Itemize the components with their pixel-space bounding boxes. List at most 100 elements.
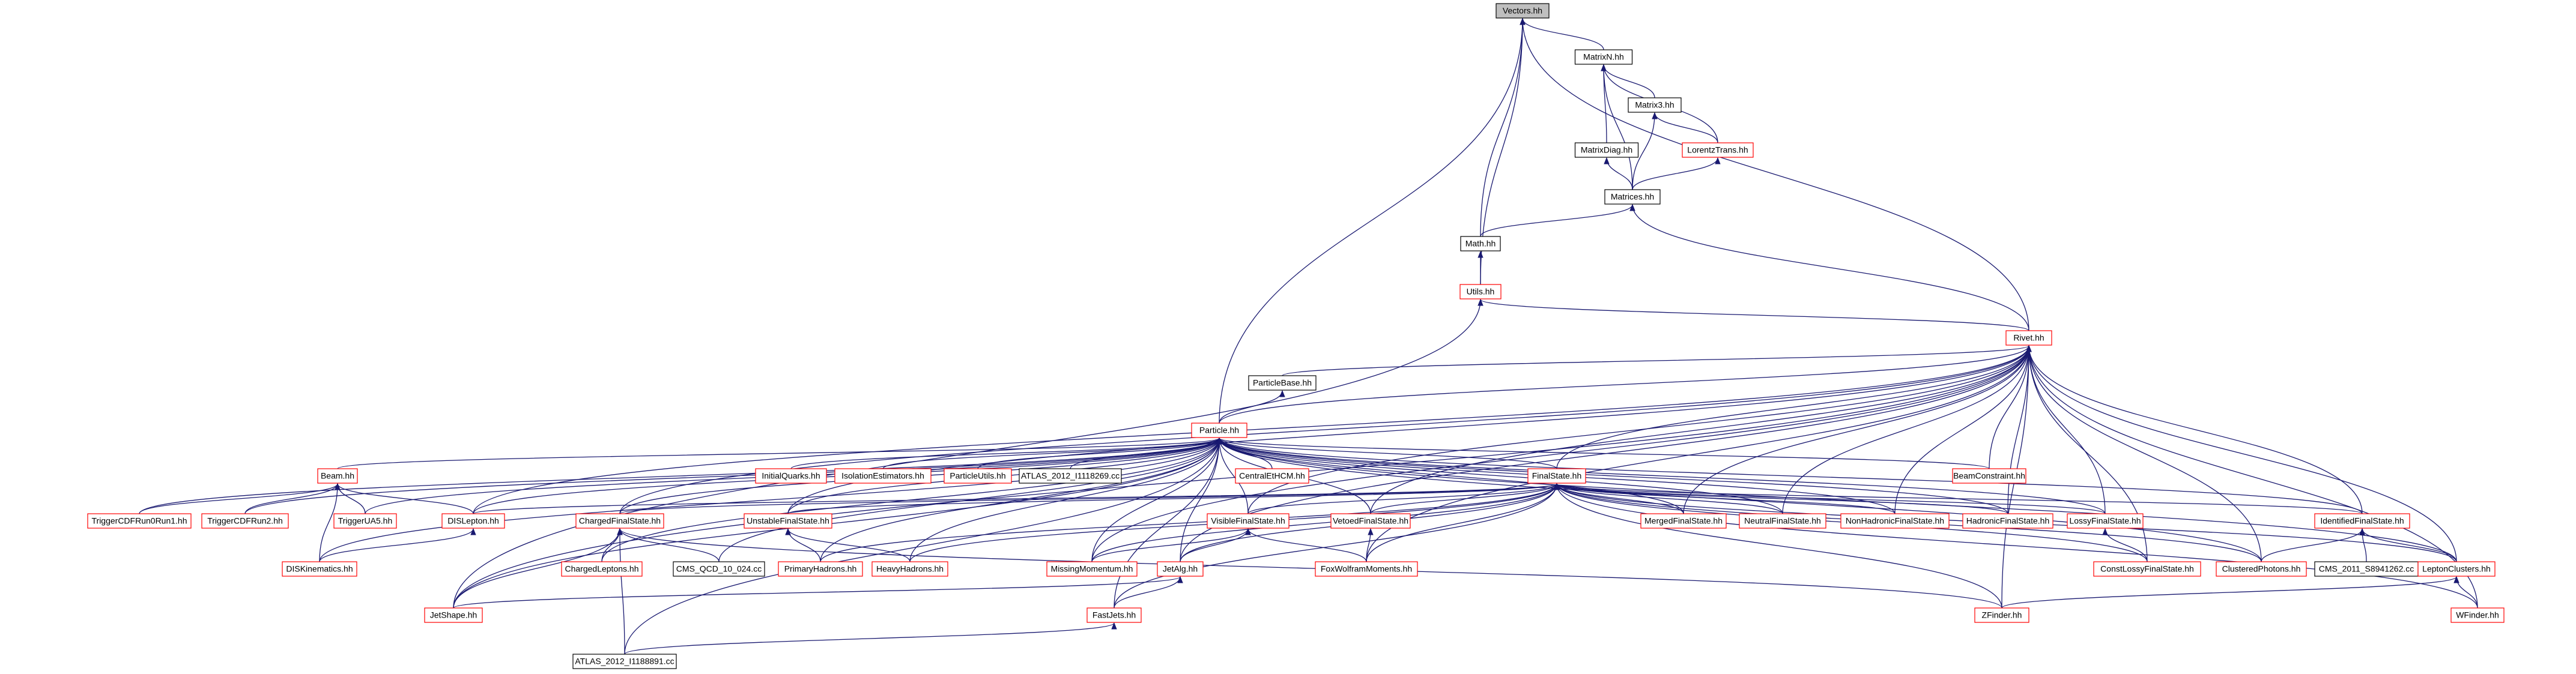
node-box-triggercdf1[interactable] xyxy=(87,513,192,529)
node-missingmomentum[interactable]: MissingMomentum.hh xyxy=(1046,561,1138,577)
node-beam[interactable]: Beam.hh xyxy=(317,468,358,484)
node-unstablefinalstate[interactable]: UnstableFinalState.hh xyxy=(744,513,832,529)
node-utils[interactable]: Utils.hh xyxy=(1459,284,1502,299)
node-lossyfinalstate[interactable]: LossyFinalState.hh xyxy=(2067,513,2144,529)
node-box-triggerua5[interactable] xyxy=(333,513,397,529)
node-visiblefinalstate[interactable]: VisibleFinalState.hh xyxy=(1207,513,1290,529)
node-box-hadronicfinalstate[interactable] xyxy=(1962,513,2053,529)
node-box-finalstate[interactable] xyxy=(1527,468,1586,484)
node-box-neutralfinalstate[interactable] xyxy=(1739,513,1826,529)
node-vectors[interactable]: Vectors.hh xyxy=(1496,3,1550,19)
node-box-particle[interactable] xyxy=(1191,423,1247,438)
node-box-heavyhadrons[interactable] xyxy=(871,561,948,577)
node-neutralfinalstate[interactable]: NeutralFinalState.hh xyxy=(1739,513,1826,529)
node-box-constlossy[interactable] xyxy=(2093,561,2201,577)
node-chargedleptons[interactable]: ChargedLeptons.hh xyxy=(561,561,643,577)
node-box-beamconstraint[interactable] xyxy=(1952,468,2026,484)
node-box-matrixdiag[interactable] xyxy=(1574,142,1639,158)
node-atlas2012_1118269[interactable]: ATLAS_2012_I1118269.cc xyxy=(1019,468,1122,484)
node-box-cmsqcd[interactable] xyxy=(673,561,765,577)
node-box-chargedleptons[interactable] xyxy=(561,561,643,577)
node-box-chargedfinalstate[interactable] xyxy=(575,513,664,529)
node-particle[interactable]: Particle.hh xyxy=(1191,423,1247,438)
node-box-lossyfinalstate[interactable] xyxy=(2067,513,2144,529)
node-box-unstablefinalstate[interactable] xyxy=(744,513,832,529)
node-box-atlas2012_1188891[interactable] xyxy=(572,654,677,669)
node-matrix3[interactable]: Matrix3.hh xyxy=(1628,97,1682,113)
node-finalstate[interactable]: FinalState.hh xyxy=(1527,468,1586,484)
node-mergedfinalstate[interactable]: MergedFinalState.hh xyxy=(1640,513,1727,529)
node-atlas2012_1188891[interactable]: ATLAS_2012_I1188891.cc xyxy=(572,654,677,669)
node-box-nonhadronicfinalstate[interactable] xyxy=(1840,513,1950,529)
node-triggerua5[interactable]: TriggerUA5.hh xyxy=(333,513,397,529)
node-primaryhadrons[interactable]: PrimaryHadrons.hh xyxy=(778,561,863,577)
node-box-jetalg[interactable] xyxy=(1157,561,1204,577)
node-identifiedfinalstate[interactable]: IdentifiedFinalState.hh xyxy=(2314,513,2410,529)
node-lorentztrans[interactable]: LorentzTrans.hh xyxy=(1682,142,1754,158)
node-rivet[interactable]: Rivet.hh xyxy=(2005,330,2052,346)
node-isolationestimators[interactable]: IsolationEstimators.hh xyxy=(834,468,932,484)
node-box-particlebase[interactable] xyxy=(1248,375,1317,391)
node-matrixdiag[interactable]: MatrixDiag.hh xyxy=(1574,142,1639,158)
node-constlossy[interactable]: ConstLossyFinalState.hh xyxy=(2093,561,2201,577)
node-matrixn[interactable]: MatrixN.hh xyxy=(1574,49,1633,65)
node-box-jetshape[interactable] xyxy=(424,607,483,623)
node-box-fastjets[interactable] xyxy=(1086,607,1142,623)
node-box-vectors[interactable] xyxy=(1496,3,1550,19)
node-box-foxwolfram[interactable] xyxy=(1315,561,1418,577)
node-box-matrix3[interactable] xyxy=(1628,97,1682,113)
node-wfinder[interactable]: WFinder.hh xyxy=(2450,607,2505,623)
node-box-utils[interactable] xyxy=(1459,284,1502,299)
node-box-vetoedfinalstate[interactable] xyxy=(1330,513,1411,529)
node-clusteredphotons[interactable]: ClusteredPhotons.hh xyxy=(2216,561,2307,577)
node-cms2011[interactable]: CMS_2011_S8941262.cc xyxy=(2314,561,2419,577)
node-box-rivet[interactable] xyxy=(2005,330,2052,346)
node-box-diskinematics[interactable] xyxy=(282,561,357,577)
node-fastjets[interactable]: FastJets.hh xyxy=(1086,607,1142,623)
node-particlebase[interactable]: ParticleBase.hh xyxy=(1248,375,1317,391)
node-box-mergedfinalstate[interactable] xyxy=(1640,513,1727,529)
node-box-particleutils[interactable] xyxy=(944,468,1012,484)
node-matrices[interactable]: Matrices.hh xyxy=(1604,189,1661,205)
node-jetalg[interactable]: JetAlg.hh xyxy=(1157,561,1204,577)
node-box-isolationestimators[interactable] xyxy=(834,468,932,484)
node-box-initialquarks[interactable] xyxy=(755,468,827,484)
node-beamconstraint[interactable]: BeamConstraint.hh xyxy=(1952,468,2026,484)
node-label-centraletcm: CentralEtHCM.hh xyxy=(1239,471,1305,481)
node-chargedfinalstate[interactable]: ChargedFinalState.hh xyxy=(575,513,664,529)
node-box-identifiedfinalstate[interactable] xyxy=(2314,513,2410,529)
node-math[interactable]: Math.hh xyxy=(1460,236,1501,251)
node-box-matrixn[interactable] xyxy=(1574,49,1633,65)
node-hadronicfinalstate[interactable]: HadronicFinalState.hh xyxy=(1962,513,2053,529)
node-centraletcm[interactable]: CentralEtHCM.hh xyxy=(1235,468,1309,484)
node-jetshape[interactable]: JetShape.hh xyxy=(424,607,483,623)
node-box-zfinder[interactable] xyxy=(1974,607,2029,623)
node-dislepton[interactable]: DISLepton.hh xyxy=(441,513,505,529)
node-triggercdf1[interactable]: TriggerCDFRun0Run1.hh xyxy=(87,513,192,529)
node-initialquarks[interactable]: InitialQuarks.hh xyxy=(755,468,827,484)
node-box-beam[interactable] xyxy=(317,468,358,484)
node-box-triggercdf2[interactable] xyxy=(201,513,289,529)
node-box-centraletcm[interactable] xyxy=(1235,468,1309,484)
node-box-leptonclusters[interactable] xyxy=(2417,561,2496,577)
node-vetoedfinalstate[interactable]: VetoedFinalState.hh xyxy=(1330,513,1411,529)
node-diskinematics[interactable]: DISKinematics.hh xyxy=(282,561,357,577)
node-box-visiblefinalstate[interactable] xyxy=(1207,513,1290,529)
node-cmsqcd[interactable]: CMS_QCD_10_024.cc xyxy=(673,561,765,577)
node-box-math[interactable] xyxy=(1460,236,1501,251)
node-box-matrices[interactable] xyxy=(1604,189,1661,205)
node-particleutils[interactable]: ParticleUtils.hh xyxy=(944,468,1012,484)
node-foxwolfram[interactable]: FoxWolframMoments.hh xyxy=(1315,561,1418,577)
node-box-atlas2012_1118269[interactable] xyxy=(1019,468,1122,484)
node-nonhadronicfinalstate[interactable]: NonHadronicFinalState.hh xyxy=(1840,513,1950,529)
node-box-clusteredphotons[interactable] xyxy=(2216,561,2307,577)
node-box-wfinder[interactable] xyxy=(2450,607,2505,623)
node-zfinder[interactable]: ZFinder.hh xyxy=(1974,607,2029,623)
node-box-lorentztrans[interactable] xyxy=(1682,142,1754,158)
node-box-primaryhadrons[interactable] xyxy=(778,561,863,577)
node-heavyhadrons[interactable]: HeavyHadrons.hh xyxy=(871,561,948,577)
node-leptonclusters[interactable]: LeptonClusters.hh xyxy=(2417,561,2496,577)
node-triggercdf2[interactable]: TriggerCDFRun2.hh xyxy=(201,513,289,529)
node-box-dislepton[interactable] xyxy=(441,513,505,529)
node-box-missingmomentum[interactable] xyxy=(1046,561,1138,577)
